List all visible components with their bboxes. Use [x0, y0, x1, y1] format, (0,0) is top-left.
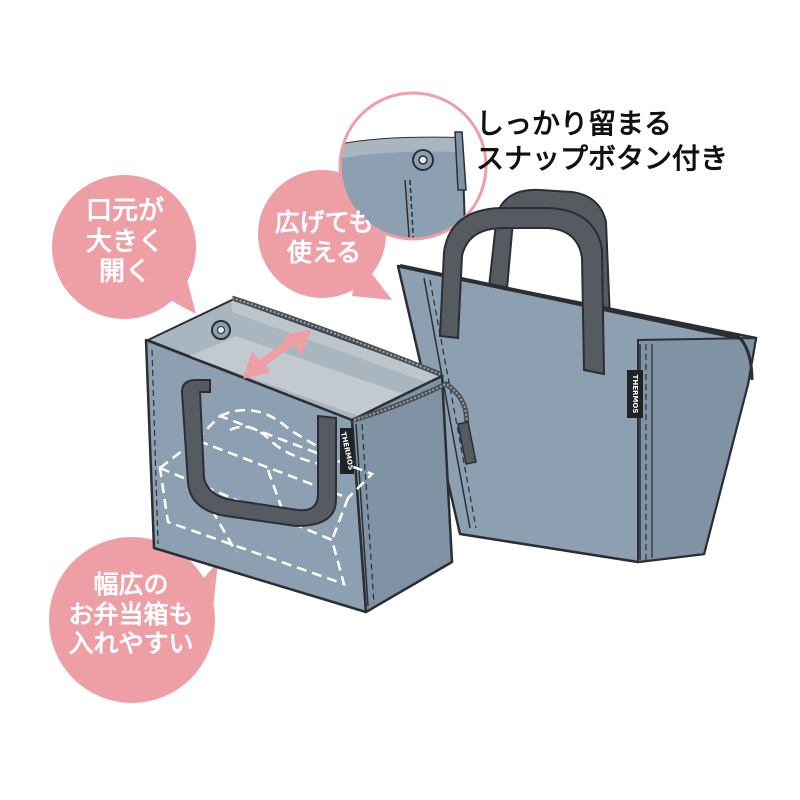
- bag-open-brand-tag: [340, 428, 354, 474]
- bag-closed: [396, 188, 758, 564]
- bag-closed-brand-tag-text: THERMOS: [631, 374, 639, 414]
- expand-arrow: [243, 329, 311, 379]
- callout-bento-fit-line-2: お弁当箱も: [68, 599, 194, 629]
- callout-open-wide-line-3: 開く: [98, 257, 151, 288]
- callout-expand-use-line-2: 使える: [286, 237, 362, 267]
- callout-open-wide-line-2: 大きく: [85, 226, 164, 257]
- bag-open-handle: [180, 379, 337, 528]
- snap-caption-line-1: しっかり留まる: [476, 107, 673, 140]
- callout-bento-fit: 幅広の お弁当箱も 入れやすい: [48, 570, 214, 659]
- bag-open-zipper-pull: [457, 421, 477, 465]
- callout-bento-fit-line-1: 幅広の: [93, 570, 169, 599]
- callout-bento-fit-line-3: 入れやすい: [68, 629, 194, 658]
- callout-expand-use: 広げても 使える: [258, 208, 390, 267]
- callout-open-wide: 口元が 大きく 開く: [60, 196, 190, 288]
- bag-open: [144, 295, 477, 614]
- bubble-bento-fit: [49, 537, 218, 703]
- snap-caption: しっかり留まる スナップボタン付き: [476, 106, 728, 176]
- bubble-open-wide: [52, 175, 196, 319]
- bento-box-outline: [158, 408, 375, 586]
- bag-closed-front-handle: [438, 207, 606, 376]
- callout-expand-use-line-1: 広げても: [274, 208, 374, 237]
- snap-caption-line-2: スナップボタン付き: [476, 142, 729, 175]
- bag-closed-brand-tag: [627, 370, 643, 418]
- callout-open-wide-line-1: 口元が: [85, 196, 164, 226]
